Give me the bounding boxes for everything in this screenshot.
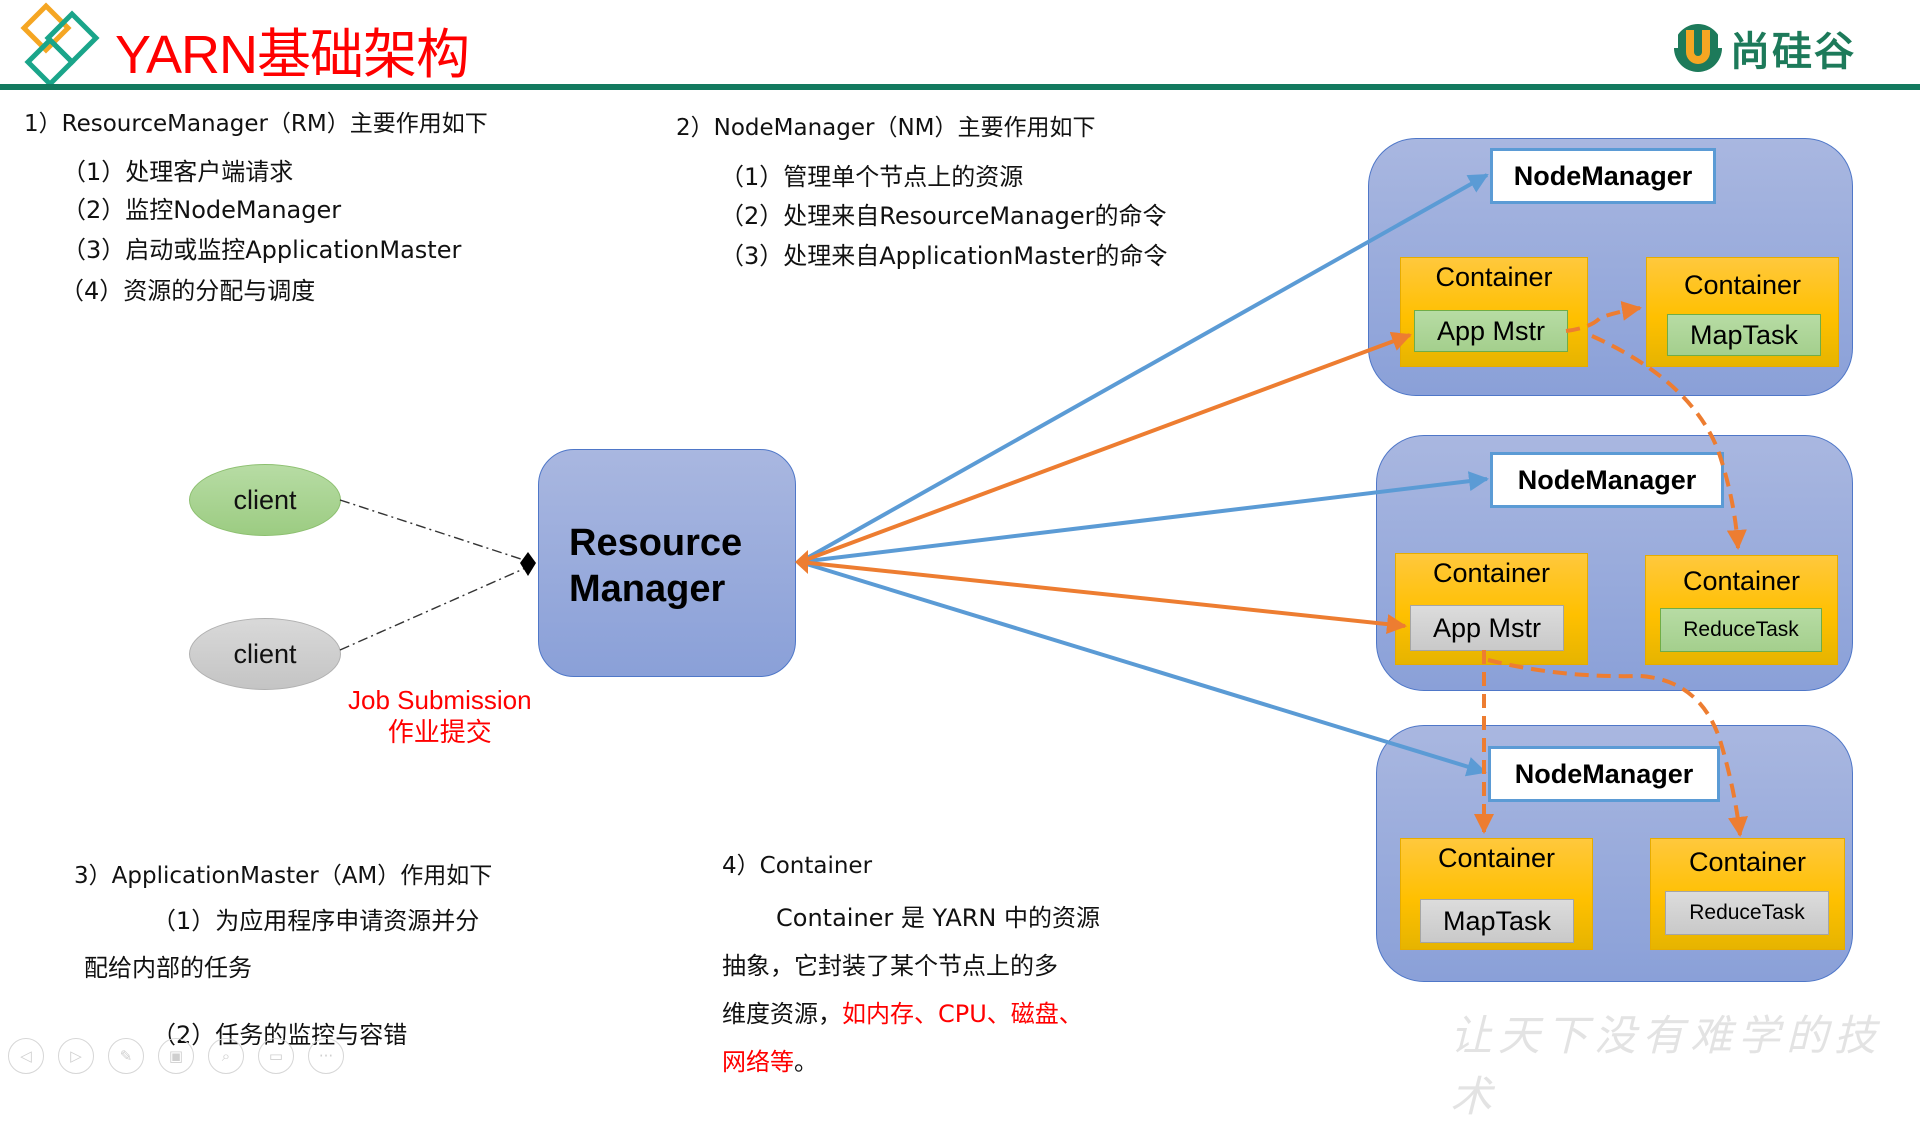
container-desc-line: Container 是 YARN 中的资源 (776, 904, 1101, 932)
container-heading: 4）Container (722, 853, 873, 879)
rm-item: （1）处理客户端请求 (62, 158, 294, 186)
app-master-task: App Mstr (1410, 605, 1564, 651)
reduce-task: ReduceTask (1660, 608, 1822, 652)
rm-to-nm-arrow (799, 471, 1489, 564)
slide-grid-icon[interactable]: ▣ (158, 1038, 194, 1074)
am-item: （1）为应用程序申请资源并分 (152, 907, 480, 935)
container-box: Container App Mstr (1400, 257, 1588, 367)
container-desc-text: 维度资源， (722, 1000, 842, 1028)
rm-to-nm-arrow (799, 173, 1489, 564)
node-manager-label: NodeManager (1488, 746, 1720, 802)
rm-heading: 1）ResourceManager（RM）主要作用如下 (24, 111, 488, 137)
client-node: client (189, 464, 341, 536)
container-box: Container ReduceTask (1645, 555, 1838, 665)
job-submission-en: Job Submission (348, 685, 532, 715)
container-desc-line: 抽象，它封装了某个节点上的多 (722, 952, 1058, 980)
slogan-watermark: 让天下没有难学的技术 (1450, 1011, 1883, 1121)
diamond-arrowhead-icon (520, 552, 536, 576)
rm-to-appmaster-arrow (799, 331, 1412, 564)
resource-manager-label: Resource Manager (569, 522, 743, 610)
orange-arrowhead-icon (795, 550, 808, 574)
container-desc-line: 网络等。 (722, 1042, 818, 1077)
node-manager-label: NodeManager (1490, 148, 1716, 204)
subtitles-icon[interactable]: ▭ (258, 1038, 294, 1074)
brand-logo: 尚硅谷 (1672, 20, 1856, 76)
nm-item: （3）处理来自ApplicationMaster的命令 (720, 242, 1168, 270)
brand-name: 尚硅谷 (1730, 28, 1856, 75)
container-desc-highlight: 网络等 (722, 1048, 794, 1076)
reduce-task: ReduceTask (1665, 891, 1829, 935)
node-manager-label: NodeManager (1490, 452, 1724, 508)
container-box: Container MapTask (1646, 257, 1839, 367)
container-box: Container App Mstr (1395, 553, 1588, 665)
container-label: Container (1437, 843, 1556, 873)
am-to-task-dashed (1487, 658, 1748, 837)
am-to-task-dashed (1565, 300, 1642, 333)
container-label: Container (1683, 270, 1802, 300)
rm-item: （4）资源的分配与调度 (60, 277, 316, 305)
page-title: YARN基础架构 (115, 25, 470, 85)
rm-item: （3）启动或监控ApplicationMaster (62, 236, 462, 264)
diagram-connectors (339, 173, 1748, 837)
header-divider (0, 84, 1920, 90)
client-submit-line (339, 565, 531, 651)
container-box: Container MapTask (1400, 838, 1593, 950)
zoom-icon[interactable]: ⌕ (208, 1038, 244, 1074)
nm-item: （1）管理单个节点上的资源 (720, 163, 1024, 191)
am-item: 配给内部的任务 (84, 954, 252, 982)
container-desc-line: 维度资源，如内存、CPU、磁盘、 (722, 994, 1083, 1029)
container-desc-highlight: 如内存、CPU、磁盘、 (842, 1000, 1083, 1028)
container-label: Container (1682, 566, 1801, 596)
app-master-task: App Mstr (1414, 310, 1568, 352)
map-task: MapTask (1667, 314, 1821, 356)
prev-slide-icon[interactable]: ◁ (8, 1038, 44, 1074)
am-to-task-dashed (1591, 334, 1747, 550)
pen-icon[interactable]: ✎ (108, 1038, 144, 1074)
u-circle-logo-icon (1674, 24, 1722, 72)
nm-item: （2）处理来自ResourceManager的命令 (720, 202, 1167, 230)
next-slide-icon[interactable]: ▷ (58, 1038, 94, 1074)
nm-heading: 2）NodeManager（NM）主要作用如下 (676, 115, 1096, 141)
rm-to-appmaster-arrow (799, 560, 1407, 635)
rm-item: （2）监控NodeManager (62, 196, 342, 224)
container-box: Container ReduceTask (1650, 838, 1845, 950)
more-options-icon[interactable]: ··· (308, 1038, 344, 1074)
client-node: client (189, 618, 341, 690)
job-submission-zh: 作业提交 (387, 717, 492, 747)
container-label: Container (1432, 558, 1551, 588)
am-heading: 3）ApplicationMaster（AM）作用如下 (74, 863, 493, 889)
map-task: MapTask (1420, 899, 1574, 943)
slideshow-toolbar: ◁ ▷ ✎ ▣ ⌕ ▭ ··· (8, 1038, 344, 1074)
job-submission-label: Job Submission 作业提交 (348, 684, 532, 748)
resource-manager-box: Resource Manager (538, 449, 796, 677)
client-submit-line (339, 499, 531, 563)
rm-to-nm-arrow (799, 560, 1487, 777)
container-label: Container (1688, 847, 1807, 877)
container-desc-text: 。 (794, 1048, 818, 1076)
container-label: Container (1435, 262, 1553, 292)
